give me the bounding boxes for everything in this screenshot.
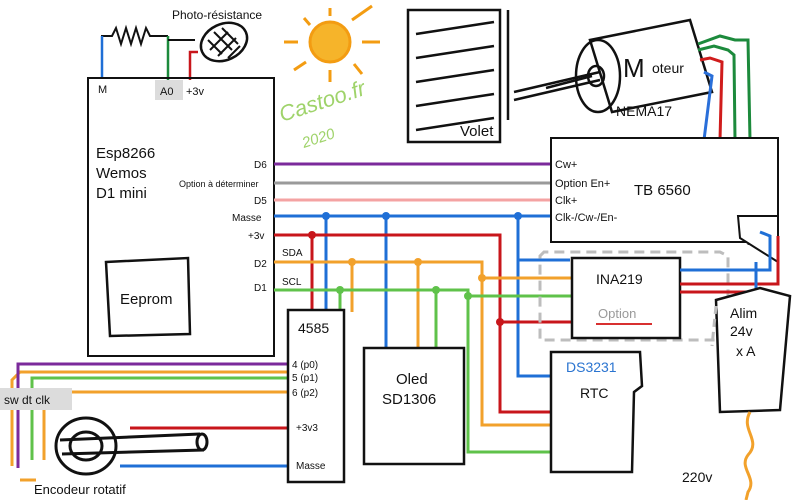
pin-3v-top: +3v [186,86,205,98]
wire-masse-blue [120,214,570,468]
photo-resistance-label: Photo-résistance [172,8,262,22]
nema-label: NEMA17 [616,103,672,119]
motor-wire-blue [702,70,714,141]
sun-icon [284,4,380,82]
motor-icon [545,18,714,114]
esp-pin-d2: D2 [254,259,267,270]
pin-a0-box [155,80,183,100]
ina-option: Option [598,306,636,321]
chip-4585 [286,308,346,484]
tb-power-terminal [736,215,779,264]
esp-pin-3v: +3v [248,231,264,242]
resistor-symbol [101,24,168,78]
rtc-board [549,350,644,474]
motor-wire-green2 [697,44,737,141]
esp-title-1: Esp8266 [96,145,155,162]
chip-pin-p1: 5 (p1) [292,373,318,384]
tb-pin-neg: Clk-/Cw-/En- [555,212,618,224]
esp-pin-d1: D1 [254,283,267,294]
motor-label: oteur [652,60,684,76]
alim-line3: x A [736,343,756,359]
castoo-year: 2020 [299,125,338,152]
ina-title: INA219 [596,271,643,287]
pin-m: M [98,84,107,96]
esp-pin-masse: Masse [232,213,262,224]
volet-icon [406,8,601,144]
oled-line1: Oled [396,371,428,388]
chip-4585-title: 4585 [298,320,329,336]
alim-line1: Alim [730,305,757,321]
label-scl: SCL [282,277,302,288]
alim-dashed-link [710,305,718,347]
eeprom-chip [104,256,192,338]
ina-dashed-box [538,250,730,342]
motor-wire-red [699,56,724,141]
esp-pin-d5: D5 [254,196,267,207]
tb-title: TB 6560 [634,182,691,199]
esp-title-3: D1 mini [96,185,147,202]
alim-box [714,286,792,414]
junction-dots [308,212,522,326]
v220-label: 220v [682,469,712,485]
wire-220v-orange [743,411,755,500]
encoder-label: Encodeur rotatif [34,482,126,497]
chip-pin-p0: 4 (p0) [292,360,318,371]
oled-line2: SD1306 [382,391,436,408]
wire-scl-green [30,288,572,460]
sw-label: sw dt clk [4,393,51,407]
tb-pin-en: Option En+ [555,178,610,190]
eeprom-label: Eeprom [120,291,173,308]
motor-letter: M [623,53,645,83]
label-sda: SDA [282,248,303,259]
pin-a0: A0 [160,86,173,98]
wire-sda-orange [10,260,572,482]
photo-resistor-icon [199,21,249,63]
chip-pin-3v3: +3v3 [296,423,318,434]
wire-encoder-purple [16,362,296,468]
wire-3v-red [188,50,198,80]
castoo-signature: Castoo.fr [276,75,370,127]
volet-label: Volet [460,123,494,140]
chip-pin-masse: Masse [296,461,326,472]
rtc-chip: DS3231 [566,359,617,375]
chip-pin-p2: 6 (p2) [292,388,318,399]
motor-wire-green [697,34,752,141]
rtc-name: RTC [580,385,609,401]
tb-pin-clk: Clk+ [555,195,577,207]
ina219-board [570,256,682,340]
oled-display [362,346,466,466]
esp-pin-d6: D6 [254,160,267,171]
tb-pin-cw: Cw+ [555,159,577,171]
esp-title-2: Wemos [96,165,147,182]
sw-label-box [0,388,72,410]
esp-pin-option: Option à déterminer [179,179,259,189]
encoder-icon [54,416,209,476]
alim-line2: 24v [730,323,753,339]
